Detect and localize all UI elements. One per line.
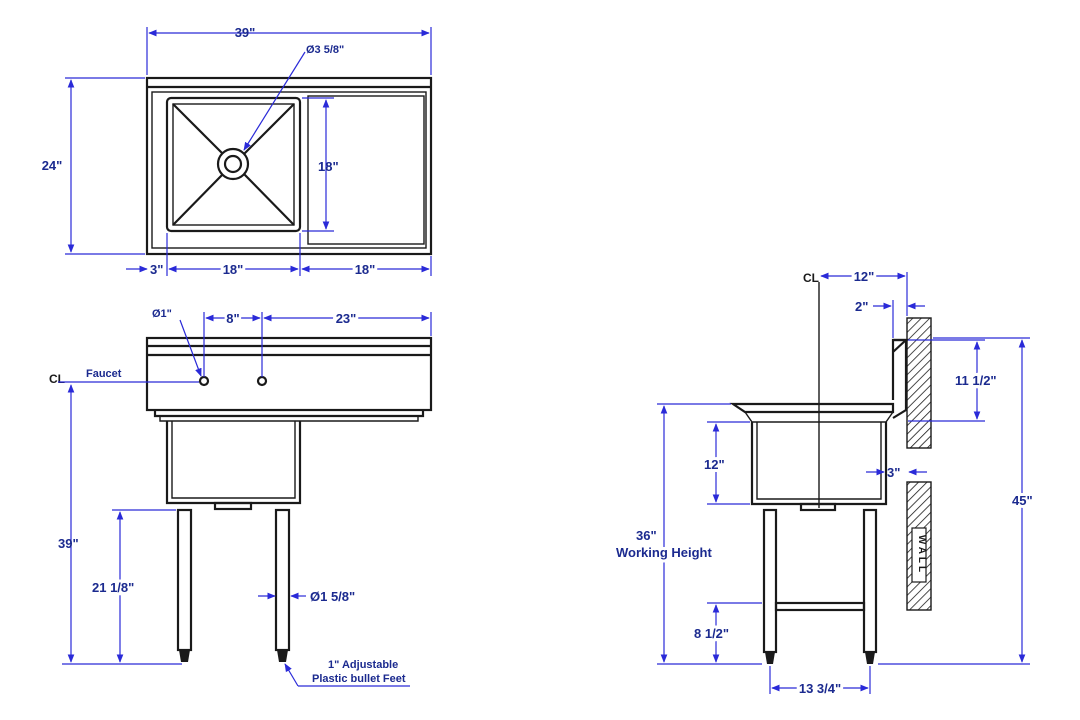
front-height-label: 39" — [58, 536, 79, 551]
top-depth-label: 24" — [42, 158, 63, 173]
side-centerline-icon: CL — [803, 271, 819, 285]
top-width-label: 39" — [235, 25, 256, 40]
bowl-depth-label: 18" — [318, 159, 339, 174]
leg-diameter-label: Ø1 5/8" — [310, 589, 355, 604]
faucet-label: Faucet — [86, 368, 122, 380]
drain-diameter-label: Ø3 5/8" — [306, 44, 344, 56]
front-view: 8" 23" Ø1" CL Faucet 39" 21 1/8" Ø1 5/8"… — [49, 308, 433, 687]
side-crossbar — [774, 601, 866, 612]
working-height-value: 36" — [636, 528, 657, 543]
front-bowl-outline — [165, 421, 302, 505]
faucet-hole-icon — [198, 375, 210, 387]
side-leg — [862, 508, 878, 654]
side-leg — [762, 508, 778, 654]
center-to-wall-label: 12" — [854, 269, 875, 284]
leg-height-label: 21 1/8" — [92, 580, 134, 595]
crossbar-height-label: 8 1/2" — [694, 626, 729, 641]
drainboard-width-label: 18" — [355, 262, 376, 277]
feet-note-line1: 1" Adjustable — [328, 659, 398, 671]
bowl-outline — [165, 96, 302, 233]
faucet-to-edge-label: 23" — [336, 311, 357, 326]
drain-icon — [216, 147, 250, 181]
faucet-diameter-label: Ø1" — [152, 308, 172, 320]
side-view: WALL CL 12" 2" 11 1/2" — [613, 266, 1036, 699]
top-view: 39" 24" Ø3 5/8" 18" 3" 18" 18" — [42, 25, 433, 280]
bullet-foot — [765, 652, 775, 664]
backsplash-height-label: 11 1/2" — [955, 373, 997, 388]
working-height-label: Working Height — [616, 545, 712, 560]
side-bowl-depth-label: 12" — [704, 457, 725, 472]
wall-upper — [906, 317, 932, 449]
bullet-foot — [865, 652, 875, 664]
drainboard-outline — [307, 95, 425, 245]
bullet-foot — [179, 650, 190, 662]
faucet-hole-icon — [256, 375, 268, 387]
left-offset-label: 3" — [150, 262, 163, 277]
backsplash-thickness-label: 2" — [855, 299, 868, 314]
faucet-spacing-label: 8" — [226, 311, 239, 326]
bullet-foot — [277, 650, 288, 662]
wall-label: WALL — [916, 535, 927, 575]
front-leg — [274, 508, 291, 652]
centerline-icon: CL — [49, 372, 65, 386]
front-leg — [176, 508, 193, 652]
wall-gap-label: 3" — [887, 465, 900, 480]
front-body-outline — [145, 336, 433, 412]
side-deck — [729, 402, 895, 414]
bowl-width-label: 18" — [223, 262, 244, 277]
feet-note-line2: Plastic bullet Feet — [312, 673, 406, 685]
side-overall-height-label: 45" — [1012, 493, 1033, 508]
leg-spread-label: 13 3/4" — [799, 681, 841, 696]
